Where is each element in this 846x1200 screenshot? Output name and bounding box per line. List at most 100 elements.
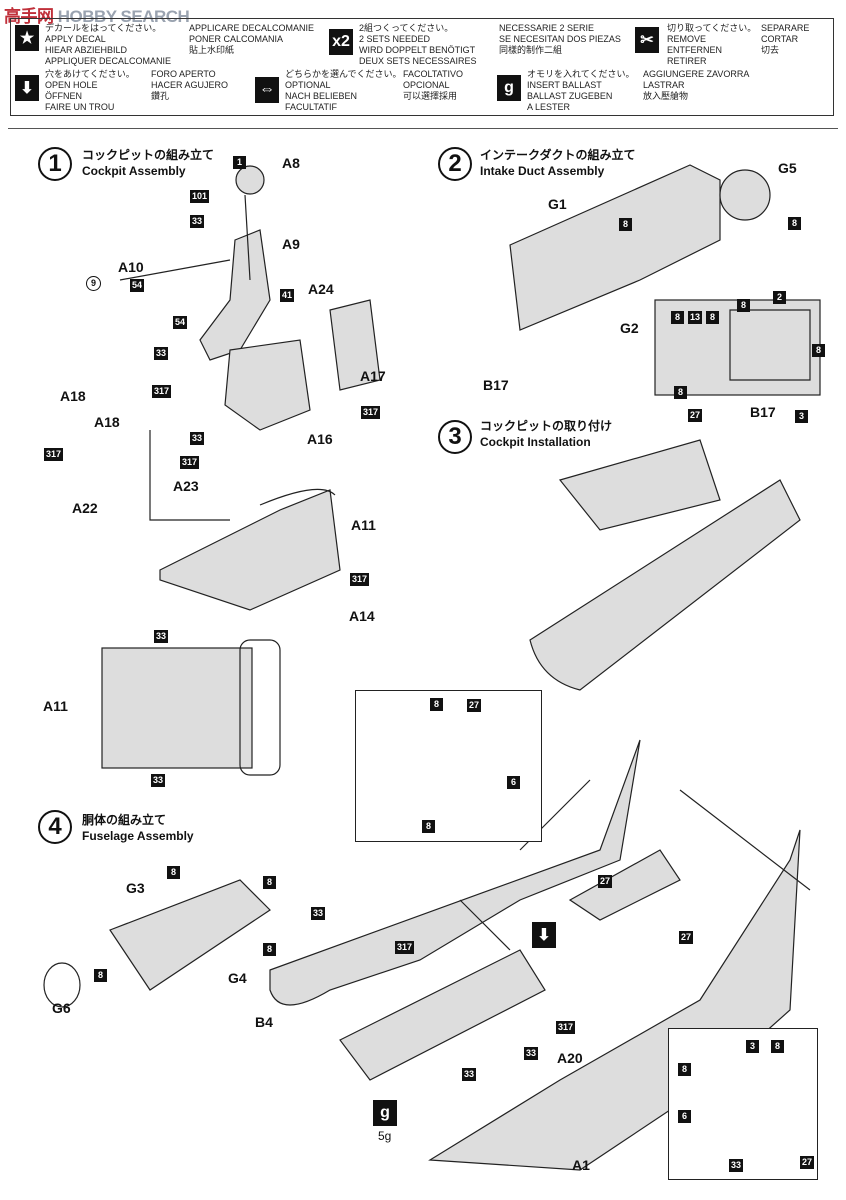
cockpit-installation [529, 439, 801, 691]
part-label: B17 [750, 404, 776, 420]
callout: 8 [671, 311, 684, 324]
callout: 317 [180, 456, 200, 469]
callout: 27 [688, 409, 703, 422]
pilot-figure [199, 165, 271, 361]
step-2-number: 2 [438, 147, 472, 181]
detail-inset-cockpit [355, 690, 542, 842]
part-label: A1 [572, 1157, 590, 1173]
callout: 8 [678, 1063, 691, 1076]
callout: 8 [619, 218, 632, 231]
callout: 8 [422, 820, 435, 833]
divider [8, 128, 838, 129]
callout: 27 [598, 875, 613, 888]
callout: 8 [771, 1040, 784, 1053]
cut-icon: ✂ [635, 27, 659, 53]
part-label: G6 [52, 1000, 71, 1016]
callout: 8 [263, 876, 276, 889]
callout: 8 [812, 344, 825, 357]
nozzle-g6 [43, 962, 81, 1008]
step-1-number: 1 [38, 147, 72, 181]
callout: 8 [167, 866, 180, 879]
part-label: G3 [126, 880, 145, 896]
callout: 8 [674, 386, 687, 399]
fuselage-half [269, 739, 641, 1006]
step-3-number: 3 [438, 420, 472, 454]
callout: 101 [190, 190, 210, 203]
ballast-icon: g [497, 75, 521, 101]
callout: 8 [263, 943, 276, 956]
callout: 27 [679, 931, 694, 944]
callout: 317 [395, 941, 415, 954]
decal-icon: ★ [15, 25, 39, 51]
drill-icon: ⬇ [15, 75, 39, 101]
callout: 317 [361, 406, 381, 419]
arrows [119, 194, 811, 951]
callout: 3 [746, 1040, 759, 1053]
callout: 3 [795, 410, 808, 423]
part-label: G2 [620, 320, 639, 336]
part-label: A18 [94, 414, 120, 430]
callout: 6 [507, 776, 520, 789]
drill-hole-icon: ⬇ [532, 922, 556, 948]
part-label: B4 [255, 1014, 273, 1030]
callout: 54 [173, 316, 188, 329]
part-label: A24 [308, 281, 334, 297]
part-label: A18 [60, 388, 86, 404]
callout: 317 [152, 385, 172, 398]
ballast-weight: 5g [378, 1129, 392, 1143]
part-label: A10 [118, 259, 144, 275]
step-4-number: 4 [38, 810, 72, 844]
decal-number: 9 [86, 276, 101, 291]
part-label: A9 [282, 236, 300, 252]
part-label: G4 [228, 970, 247, 986]
part-label: A11 [43, 698, 68, 714]
callout: 33 [190, 432, 205, 445]
callout: 6 [678, 1110, 691, 1123]
part-label: A11 [351, 517, 376, 533]
callout: 33 [311, 907, 326, 920]
part-label: A17 [360, 368, 386, 384]
seat-drawing [224, 299, 381, 431]
cockpit-top-view [101, 639, 281, 776]
callout: 8 [430, 698, 443, 711]
callout: 33 [524, 1047, 539, 1060]
callout: 317 [350, 573, 370, 586]
callout: 1 [233, 156, 246, 169]
callout: 8 [737, 299, 750, 312]
tail-pipe [109, 849, 681, 1081]
callout: 33 [154, 347, 169, 360]
callout: 8 [706, 311, 719, 324]
part-label: A22 [72, 500, 98, 516]
callout: 317 [556, 1021, 576, 1034]
part-label: A23 [173, 478, 199, 494]
callout: 33 [154, 630, 169, 643]
callout: 13 [688, 311, 703, 324]
detail-inset-bay [668, 1028, 818, 1180]
callout: 33 [462, 1068, 477, 1081]
part-label: G5 [778, 160, 797, 176]
callout: 33 [729, 1159, 744, 1172]
two-sets-icon: x2 [329, 29, 353, 55]
ballast-icon: g [373, 1100, 397, 1126]
part-label: G1 [548, 196, 567, 212]
callout: 8 [94, 969, 107, 982]
callout: 33 [151, 774, 166, 787]
watermark: 高手网 HOBBY SEARCH [4, 7, 190, 26]
part-label: A8 [282, 155, 300, 171]
callout: 317 [44, 448, 64, 461]
